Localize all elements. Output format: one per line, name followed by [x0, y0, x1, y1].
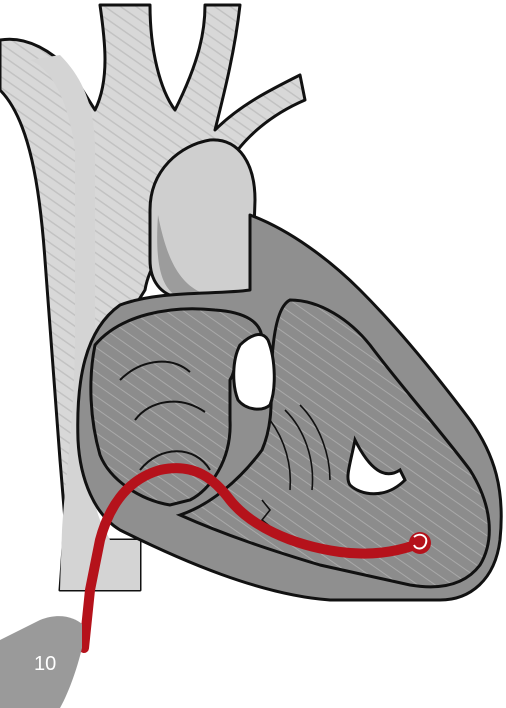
- septal-notch: [234, 335, 275, 410]
- step-label: 10: [0, 616, 82, 708]
- step-number: 10: [34, 653, 56, 675]
- aorta: [150, 140, 255, 302]
